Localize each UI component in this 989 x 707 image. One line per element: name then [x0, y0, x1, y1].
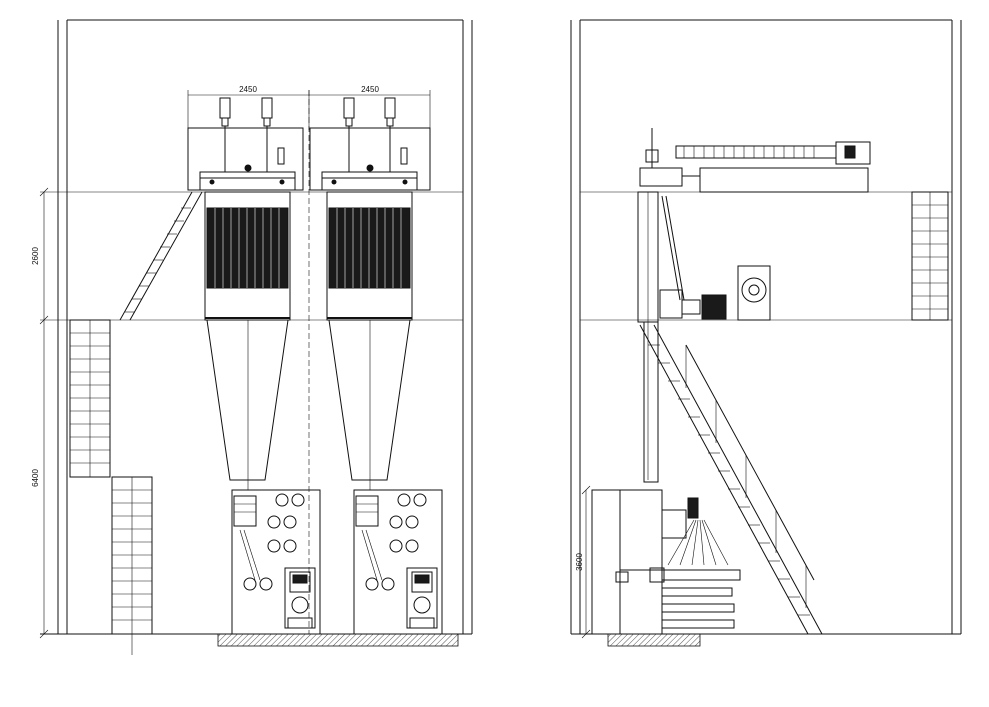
height-dimension: 2600 6400 — [31, 187, 49, 639]
dim-height-side: 3600 — [575, 553, 584, 571]
front-elevation-view: 2600 6400 2450 2450 — [31, 19, 473, 655]
dim-width-left: 2450 — [239, 85, 257, 94]
floor-lines-side — [571, 191, 961, 635]
dim-width-right: 2450 — [361, 85, 379, 94]
ladder-upper-left — [69, 319, 111, 478]
side-height-dimension: 3600 — [575, 485, 591, 639]
foundation-side — [607, 633, 701, 647]
dim-height-lower: 6400 — [31, 469, 40, 487]
vertical-duct — [637, 191, 685, 483]
building-walls-side — [570, 19, 962, 634]
diagonal-stair-front — [119, 191, 203, 321]
dim-height-upper: 2600 — [31, 247, 40, 265]
ladder-side-upper — [911, 191, 949, 321]
building-walls — [57, 19, 473, 634]
fan-unit — [659, 265, 771, 321]
machine-unit-left — [187, 97, 321, 635]
side-elevation-view: 3600 — [570, 19, 962, 647]
ladder-lower-left — [111, 476, 153, 655]
foundation-front — [217, 633, 459, 647]
lower-machine-side — [591, 489, 741, 635]
top-conveyor-machine — [639, 128, 871, 193]
machine-unit-right — [309, 97, 443, 635]
diagonal-stair-side — [639, 324, 823, 635]
